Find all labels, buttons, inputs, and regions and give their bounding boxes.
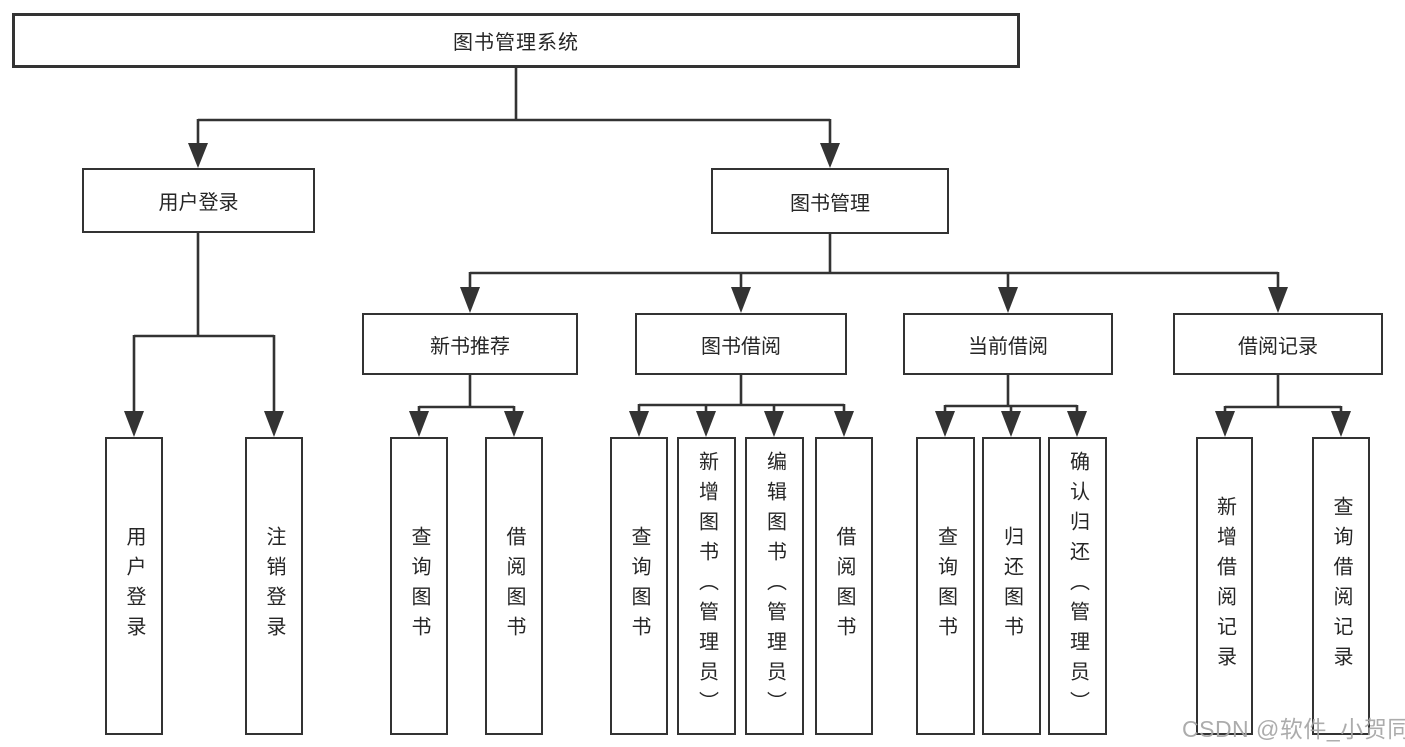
wires-book-borrow-branch: [629, 375, 854, 437]
node-label: 新增借阅记录: [1213, 496, 1236, 676]
leaf-edit-book-admin: 编辑图书（管理员）: [745, 437, 804, 735]
node-label: 查询图书: [628, 526, 650, 646]
arrow-down-icon: [1067, 411, 1087, 437]
arrow-down-icon: [696, 411, 716, 437]
node-user-login: 用户登录: [82, 168, 315, 233]
node-label: 借阅图书: [833, 526, 855, 646]
node-label: 新增图书（管理员）: [695, 451, 718, 721]
arrow-down-icon: [764, 411, 784, 437]
leaf-logout: 注销登录: [245, 437, 303, 735]
node-label: 编辑图书（管理员）: [763, 451, 786, 721]
arrow-down-icon: [1268, 287, 1288, 313]
leaf-query-borrow-record: 查询借阅记录: [1312, 437, 1370, 735]
node-label: 查询图书: [934, 526, 957, 646]
node-label: 确认归还（管理员）: [1066, 451, 1089, 721]
watermark: CSDN @软件_小贺同学: [1182, 716, 1405, 742]
arrow-down-icon: [1331, 411, 1351, 437]
node-label: 图书管理: [790, 192, 870, 215]
node-label: 用户登录: [123, 526, 145, 646]
arrow-down-icon: [460, 287, 480, 313]
node-borrow-records: 借阅记录: [1173, 313, 1383, 375]
node-label: 用户登录: [158, 192, 239, 214]
leaf-confirm-return-admin: 确认归还（管理员）: [1048, 437, 1107, 735]
wires-borrow-records-branch: [1215, 375, 1351, 437]
arrow-down-icon: [820, 143, 840, 168]
wires-root-to-level2: [188, 68, 840, 168]
arrow-down-icon: [124, 411, 144, 437]
arrow-down-icon: [264, 411, 284, 437]
node-book-borrow: 图书借阅: [635, 313, 847, 375]
node-label: 借阅记录: [1238, 335, 1318, 358]
node-label: 新书推荐: [430, 335, 510, 358]
node-book-management: 图书管理: [711, 168, 949, 234]
leaf-query-books-recommend: 查询图书: [390, 437, 448, 735]
node-label: 查询借阅记录: [1330, 496, 1352, 676]
leaf-user-login: 用户登录: [105, 437, 163, 735]
leaf-return-books: 归还图书: [982, 437, 1041, 735]
node-label: 注销登录: [263, 526, 285, 646]
arrow-down-icon: [1001, 411, 1021, 437]
node-label: 归还图书: [1000, 526, 1023, 646]
leaf-query-books-current: 查询图书: [916, 437, 975, 735]
leaf-borrow-books-recommend: 借阅图书: [485, 437, 543, 735]
arrow-down-icon: [1215, 411, 1235, 437]
node-new-book-recommend: 新书推荐: [362, 313, 578, 375]
leaf-add-borrow-record: 新增借阅记录: [1196, 437, 1253, 735]
arrow-down-icon: [188, 143, 208, 168]
arrow-down-icon: [504, 411, 524, 437]
wires-book-management-branch: [460, 234, 1288, 313]
arrow-down-icon: [629, 411, 649, 437]
node-label: 图书管理系统: [453, 32, 579, 54]
node-root: 图书管理系统: [12, 13, 1020, 68]
wires-current-borrow-branch: [935, 375, 1087, 437]
leaf-add-book-admin: 新增图书（管理员）: [677, 437, 736, 735]
arrow-down-icon: [998, 287, 1018, 313]
wires-user-login-branch: [124, 233, 284, 437]
arrow-down-icon: [731, 287, 751, 313]
node-label: 当前借阅: [968, 335, 1048, 358]
node-label: 查询图书: [408, 526, 430, 646]
node-current-borrow: 当前借阅: [903, 313, 1113, 375]
arrow-down-icon: [834, 411, 854, 437]
arrow-down-icon: [935, 411, 955, 437]
leaf-borrow-books-2: 借阅图书: [815, 437, 873, 735]
node-label: 借阅图书: [503, 526, 525, 646]
arrow-down-icon: [409, 411, 429, 437]
node-label: 图书借阅: [701, 335, 781, 358]
wires-new-book-recommend-branch: [409, 375, 524, 437]
leaf-query-books-borrow: 查询图书: [610, 437, 668, 735]
